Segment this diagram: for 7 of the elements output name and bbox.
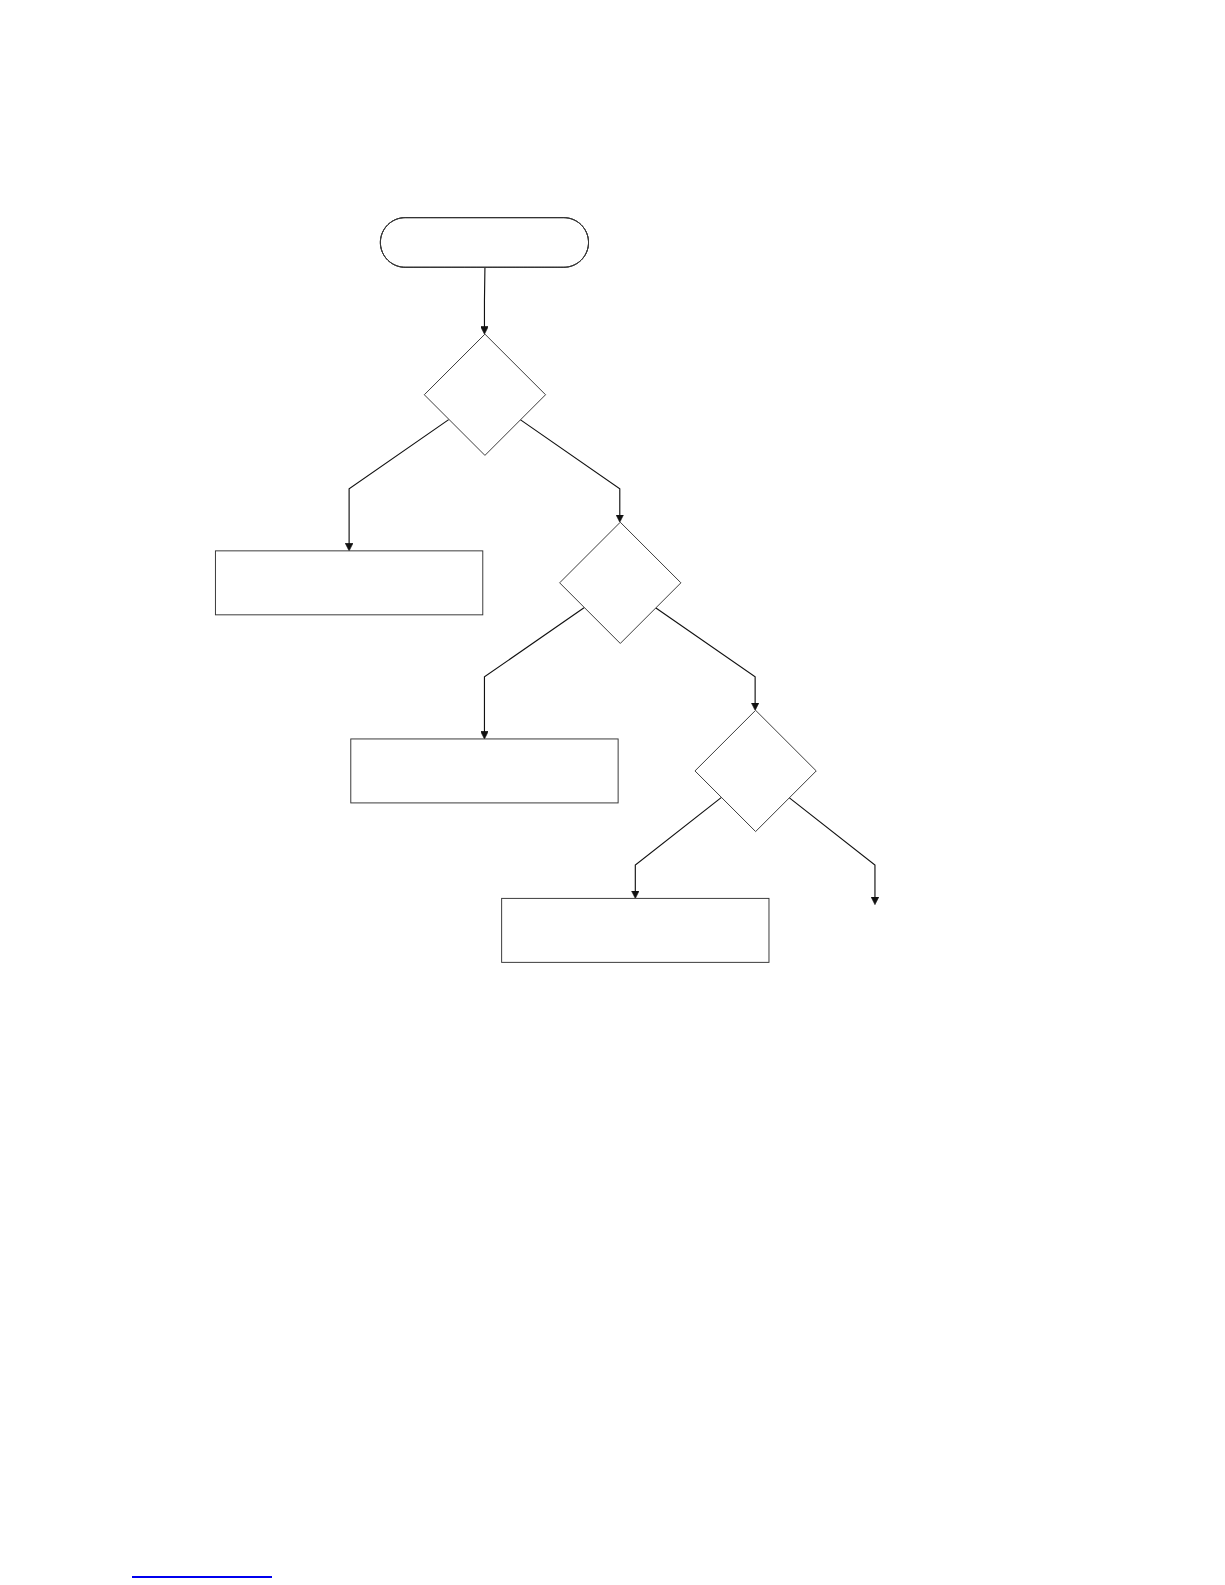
arrow bbox=[788, 797, 880, 905]
arrow bbox=[480, 267, 489, 335]
arrow bbox=[344, 419, 450, 552]
arrow bbox=[655, 607, 760, 711]
arrow bbox=[631, 797, 722, 899]
arrow bbox=[480, 607, 585, 740]
arrow bbox=[519, 419, 624, 523]
